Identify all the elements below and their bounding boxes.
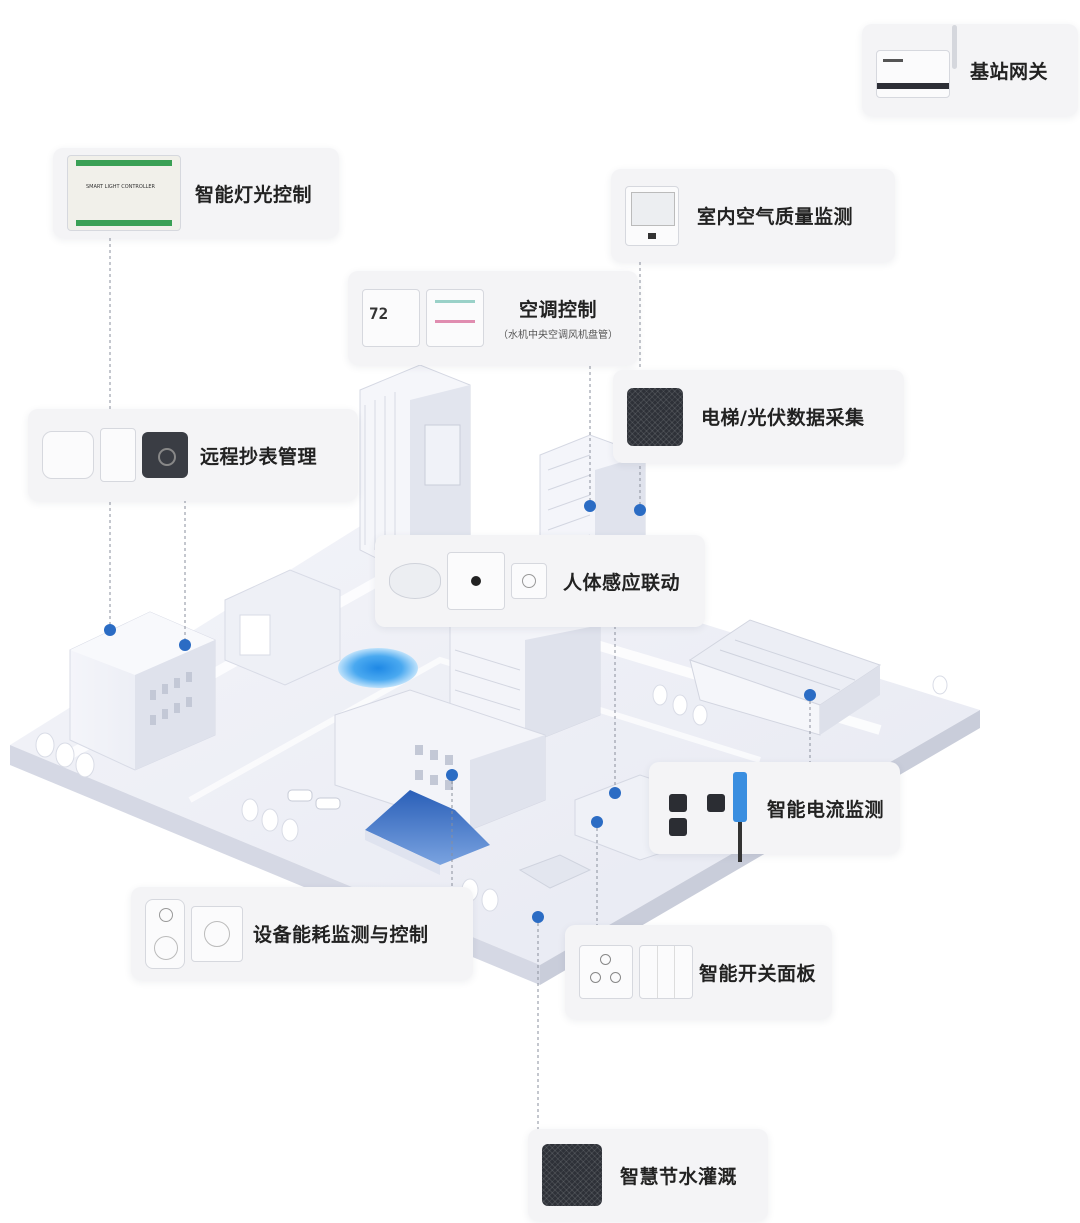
- gateway-card[interactable]: 基站网关: [862, 24, 1078, 116]
- thermostat-display: 72: [369, 304, 389, 323]
- light-controller-icon: SMART LIGHT CONTROLLER: [67, 155, 181, 231]
- current-card[interactable]: 智能电流监测: [649, 762, 900, 862]
- gateway-device-icon: [876, 25, 957, 98]
- irrigation-title: 智慧节水灌溉: [620, 1165, 738, 1188]
- elevator-pv-title: 电梯/光伏数据采集: [701, 407, 865, 429]
- switch-rocker-icon: [639, 945, 693, 999]
- meter-card[interactable]: 远程抄表管理: [28, 409, 358, 501]
- energy-title: 设备能耗监测与控制: [253, 924, 429, 946]
- gate-building: [224, 569, 341, 686]
- smart-plug-icon: [145, 898, 185, 969]
- motion-sensor-icon: [389, 563, 441, 599]
- energy-card[interactable]: 设备能耗监测与控制: [131, 887, 473, 980]
- left-building: [69, 611, 216, 771]
- irrigation-controller-icon: [542, 1144, 602, 1206]
- irrigation-card[interactable]: 智慧节水灌溉: [528, 1129, 768, 1221]
- ac-subtitle: （水机中央空调风机盘管）: [498, 330, 618, 341]
- trees: [35, 675, 948, 912]
- location-dots: [104, 500, 816, 923]
- motion-button-icon: [511, 563, 547, 599]
- pool: [338, 648, 418, 688]
- thermostat-panel-icon: [426, 289, 484, 347]
- meter-reader-icon: [42, 431, 94, 479]
- current-clamp-icon: [663, 772, 747, 862]
- gateway-title: 基站网关: [970, 60, 1049, 83]
- tall-tower: [359, 364, 471, 576]
- meter-sensor-icon: [142, 432, 188, 478]
- light-controller-label: SMART LIGHT CONTROLLER: [86, 184, 156, 190]
- meter-title: 远程抄表管理: [200, 445, 318, 468]
- meter-module-icon: [100, 428, 136, 482]
- solar-block: [518, 854, 592, 889]
- switch-title: 智能开关面板: [699, 962, 817, 985]
- current-title: 智能电流监测: [767, 798, 885, 821]
- ac-title: 空调控制: [518, 299, 597, 321]
- warehouse: [688, 619, 882, 736]
- lighting-card[interactable]: SMART LIGHT CONTROLLER 智能灯光控制: [53, 148, 339, 238]
- elevator-pv-card[interactable]: 电梯/光伏数据采集: [613, 370, 904, 463]
- lower-office: [334, 689, 546, 831]
- thermostat-icon: 72: [362, 289, 420, 347]
- air-quality-sensor-icon: [625, 185, 679, 246]
- air-quality-card[interactable]: 室内空气质量监测: [611, 169, 895, 262]
- socket-panel-icon: [191, 905, 243, 962]
- ac-card[interactable]: 72 空调控制 （水机中央空调风机盘管）: [348, 271, 638, 365]
- human-sensing-title: 人体感应联动: [563, 571, 681, 594]
- human-sensing-card[interactable]: 人体感应联动: [375, 535, 705, 627]
- glass-pavilion: [365, 790, 490, 875]
- lighting-title: 智能灯光控制: [195, 183, 313, 206]
- data-collector-icon: [627, 387, 683, 446]
- cars: [287, 789, 341, 810]
- switch-card[interactable]: 智能开关面板: [565, 925, 832, 1019]
- air-quality-title: 室内空气质量监测: [697, 206, 854, 228]
- connector-lines: [109, 238, 811, 1130]
- motion-panel-icon: [447, 552, 505, 610]
- switch-panel-icon: [579, 945, 633, 999]
